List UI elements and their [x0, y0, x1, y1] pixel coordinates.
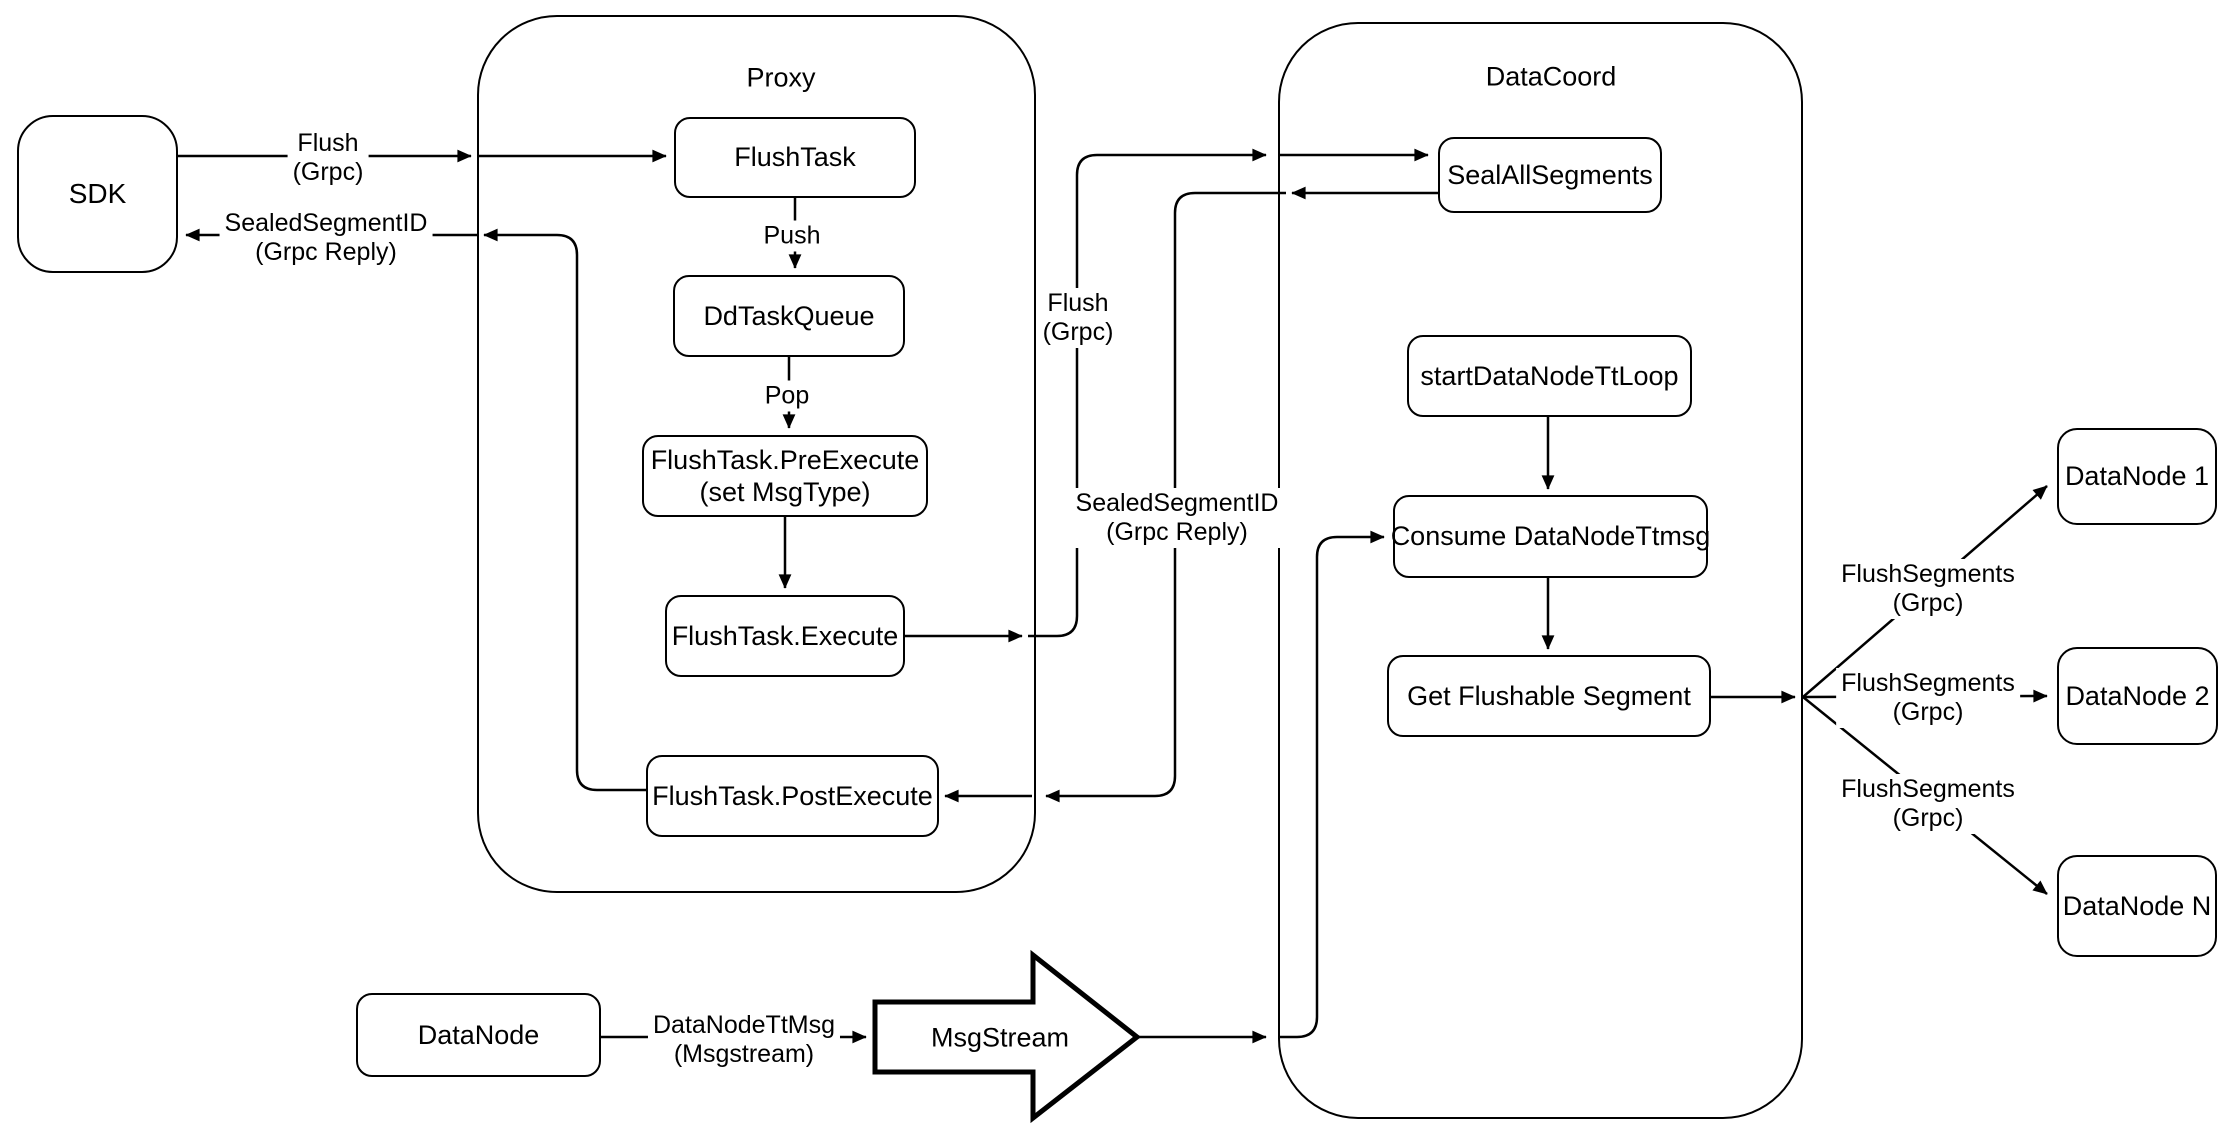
container-proxy: [477, 15, 1036, 893]
node-flushtask-label: FlushTask: [734, 142, 856, 173]
edge-label-line: FlushSegments: [1841, 669, 2015, 697]
edge-label-line: (Grpc): [1892, 698, 1964, 726]
node-datanode-2-label: DataNode 2: [2065, 680, 2210, 711]
edge-label-flushsegments-1: FlushSegments (Grpc): [1836, 559, 2020, 619]
node-get-flushable-segment-label: Get Flushable Segment: [1407, 680, 1691, 711]
node-flushtask-execute-label: FlushTask.Execute: [671, 620, 899, 651]
edge-label-line: (Grpc): [1042, 318, 1114, 346]
node-sealallsegments-label: SealAllSegments: [1447, 159, 1653, 190]
edge-label-line: Push: [763, 221, 821, 250]
node-datanode-n-label: DataNode N: [2062, 890, 2212, 921]
msgstream-arrow-shape: [872, 949, 1142, 1124]
wire-flush-up-to-datacoord: [1028, 148, 1267, 638]
edge-label-line: (Msgstream): [673, 1040, 815, 1068]
edge-label-line: (Grpc Reply): [1106, 518, 1248, 546]
edge-label-line: (Grpc Reply): [255, 238, 397, 266]
edge-label-line: (Grpc): [292, 158, 364, 186]
node-consume-datanodettmsg-label: Consume DataNodeTtmsg: [1390, 521, 1711, 552]
edge-label-sealedsegmentid-sdk: SealedSegmentID (Grpc Reply): [219, 208, 433, 268]
wire-datacoord-to-consume: [1278, 530, 1385, 1039]
edge-label-line: Flush: [1047, 289, 1109, 317]
node-consume-datanodettmsg: Consume DataNodeTtmsg: [1390, 495, 1711, 578]
container-datacoord: [1278, 22, 1803, 1119]
node-sdk: SDK: [17, 115, 178, 273]
node-datanode-source: DataNode: [356, 993, 601, 1077]
edge-label-flush-grpc-mid: Flush (Grpc): [1037, 288, 1119, 348]
edge-label-line: FlushSegments: [1841, 775, 2015, 803]
edge-label-flushsegments-3: FlushSegments (Grpc): [1836, 774, 2020, 834]
node-flushtask-execute: FlushTask.Execute: [665, 595, 905, 677]
node-sdk-label: SDK: [68, 178, 127, 210]
node-ddtaskqueue: DdTaskQueue: [673, 275, 905, 357]
node-datanode-2: DataNode 2: [2057, 647, 2218, 745]
node-datanode-1-label: DataNode 1: [2064, 461, 2210, 492]
node-startdatanodettloop: startDataNodeTtLoop: [1407, 335, 1692, 417]
edge-label-datanodettmsg: DataNodeTtMsg (Msgstream): [647, 1010, 841, 1070]
container-proxy-title: Proxy: [746, 62, 816, 93]
node-get-flushable-segment: Get Flushable Segment: [1387, 655, 1711, 737]
node-startdatanodettloop-label: startDataNodeTtLoop: [1420, 360, 1679, 391]
node-ddtaskqueue-label: DdTaskQueue: [703, 300, 875, 331]
node-msgstream-label: MsgStream: [930, 1022, 1070, 1053]
edge-label-line: FlushSegments: [1841, 560, 2015, 588]
edge-label-line: DataNodeTtMsg: [652, 1011, 836, 1039]
node-flushtask-postexecute-label: FlushTask.PostExecute: [652, 780, 933, 811]
edge-label-flushsegments-2: FlushSegments (Grpc): [1836, 668, 2020, 728]
node-sealallsegments: SealAllSegments: [1438, 137, 1662, 213]
edge-label-line: (Grpc): [1892, 804, 1964, 832]
node-datanode-1: DataNode 1: [2057, 428, 2217, 525]
edge-label-sealedsegmentid-mid: SealedSegmentID (Grpc Reply): [1070, 488, 1284, 548]
wire-postexecute-to-proxy-edge: [483, 228, 646, 792]
node-flushtask-preexecute: FlushTask.PreExecute (set MsgType): [642, 435, 928, 517]
edge-label-line: (Grpc): [1892, 589, 1964, 617]
node-datanode-source-label: DataNode: [417, 1019, 540, 1050]
node-flushtask-preexecute-sublabel: (set MsgType): [699, 477, 871, 507]
edge-label-flush-grpc-sdk: Flush (Grpc): [287, 128, 369, 188]
edge-label-line: Pop: [764, 381, 810, 410]
edge-label-line: Flush: [297, 129, 359, 157]
container-datacoord-title: DataCoord: [1485, 61, 1617, 92]
edge-label-pop: Pop: [759, 380, 815, 412]
node-flushtask-postexecute: FlushTask.PostExecute: [646, 755, 939, 837]
node-datanode-n: DataNode N: [2057, 855, 2217, 957]
edge-label-line: SealedSegmentID: [1075, 489, 1279, 517]
node-flushtask: FlushTask: [674, 117, 916, 198]
edge-label-push: Push: [758, 220, 826, 252]
edge-label-line: SealedSegmentID: [224, 209, 428, 237]
node-flushtask-preexecute-label: FlushTask.PreExecute: [650, 444, 920, 475]
